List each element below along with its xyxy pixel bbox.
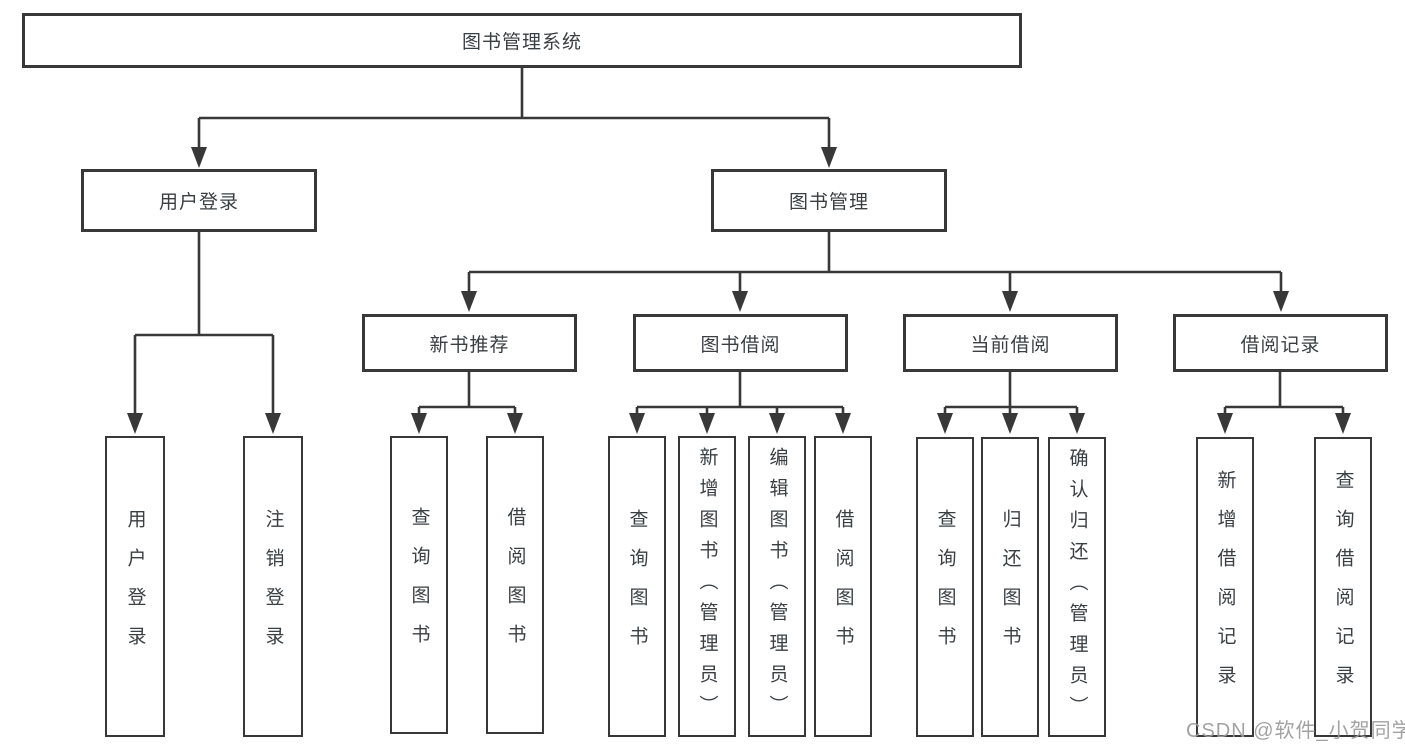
leaf-borrow-book-1-label: 借阅图书 (504, 507, 526, 663)
node-root: 图书管理系统 (22, 13, 1022, 68)
node-current-borrow: 当前借阅 (903, 314, 1118, 372)
leaf-logout: 注销登录 (243, 436, 303, 737)
node-root-label: 图书管理系统 (461, 32, 582, 53)
leaf-query-book-3-label: 查询图书 (934, 509, 956, 665)
node-book-borrow-label: 图书借阅 (700, 334, 781, 356)
connector-newbook-to-leaves (411, 372, 523, 434)
leaf-return-book-label: 归还图书 (999, 509, 1021, 665)
leaf-confirm-return-admin: 确认归还（管理员） (1048, 437, 1106, 737)
leaf-edit-book-admin: 编辑图书（管理员） (748, 436, 806, 737)
leaf-query-book-3: 查询图书 (916, 437, 974, 737)
node-book-management-label: 图书管理 (788, 192, 869, 213)
leaf-user-login: 用户登录 (105, 436, 165, 737)
node-current-borrow-label: 当前借阅 (970, 334, 1051, 356)
leaf-query-book-1: 查询图书 (390, 436, 448, 734)
node-new-book-recommend-label: 新书推荐 (429, 334, 510, 356)
leaf-borrow-book-1: 借阅图书 (486, 436, 544, 734)
connector-currentborrow-to-leaves (937, 372, 1085, 434)
leaf-query-book-2-label: 查询图书 (626, 508, 648, 665)
watermark: CSDN @软件_小贺同学 (1186, 720, 1405, 742)
leaf-add-borrow-record-label: 新增借阅记录 (1214, 470, 1236, 704)
node-new-book-recommend: 新书推荐 (362, 314, 577, 372)
connector-bookborrow-to-leaves (629, 372, 851, 434)
leaf-return-book: 归还图书 (981, 437, 1039, 737)
node-borrow-record-label: 借阅记录 (1240, 334, 1321, 356)
connector-bookmgmt-to-level3 (461, 232, 1289, 312)
connector-borrowrecord-to-leaves (1217, 372, 1351, 434)
leaf-add-book-admin-label: 新增图书（管理员） (696, 447, 718, 726)
node-user-login: 用户登录 (81, 169, 317, 232)
leaf-logout-label: 注销登录 (262, 508, 284, 665)
leaf-query-borrow-record-label: 查询借阅记录 (1332, 470, 1354, 704)
leaf-query-book-2: 查询图书 (608, 436, 666, 737)
node-borrow-record: 借阅记录 (1173, 314, 1388, 372)
connector-root-to-level2 (191, 68, 837, 168)
leaf-add-borrow-record: 新增借阅记录 (1196, 437, 1254, 737)
leaf-edit-book-admin-label: 编辑图书（管理员） (766, 447, 788, 726)
connector-userlogin-to-leaves (127, 232, 281, 434)
node-user-login-label: 用户登录 (158, 192, 239, 213)
node-book-management: 图书管理 (711, 169, 947, 232)
leaf-query-book-1-label: 查询图书 (408, 507, 430, 663)
node-book-borrow: 图书借阅 (633, 314, 848, 372)
leaf-borrow-book-2-label: 借阅图书 (832, 508, 854, 665)
leaf-query-borrow-record: 查询借阅记录 (1314, 437, 1372, 737)
leaf-confirm-return-admin-label: 确认归还（管理员） (1066, 447, 1088, 727)
leaf-user-login-label: 用户登录 (124, 508, 146, 665)
leaf-add-book-admin: 新增图书（管理员） (678, 436, 736, 737)
leaf-borrow-book-2: 借阅图书 (814, 436, 872, 737)
